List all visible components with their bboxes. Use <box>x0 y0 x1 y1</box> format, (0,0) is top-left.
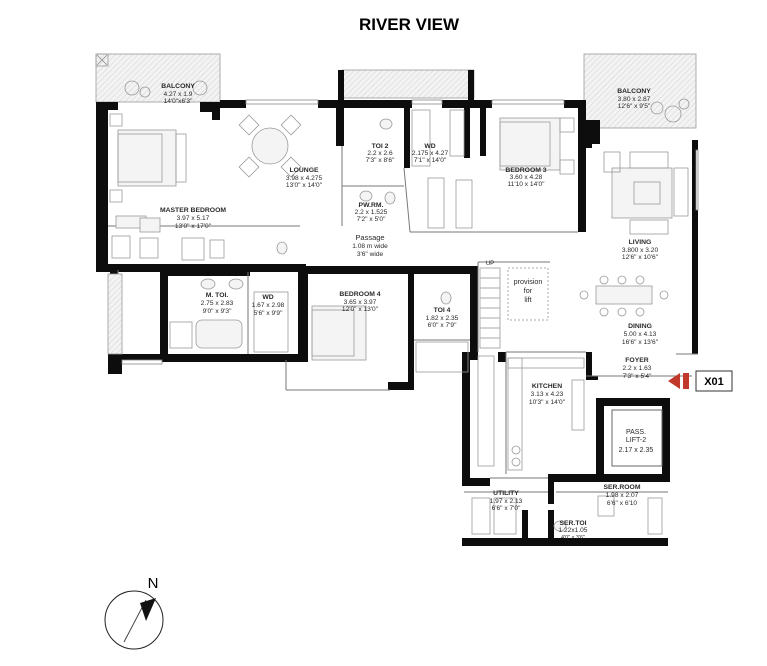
mtoi-name: M. TOI. <box>206 292 229 299</box>
partitions <box>108 146 698 493</box>
utility-dim-imperial: 6'6" x 7'0" <box>492 505 521 512</box>
bedroom4-name: BEDROOM 4 <box>339 291 380 298</box>
pwrm-dim-imperial: 7'2" x 5'0" <box>357 216 386 223</box>
master-bed-icon <box>109 113 187 203</box>
lounge-dim-imperial: 13'0" x 14'0" <box>286 182 323 189</box>
wd-shelves-icon <box>253 109 663 535</box>
bedroom3-name: BEDROOM 3 <box>505 167 546 174</box>
utility-ledge <box>341 69 475 99</box>
passage-width-metric: 1.08 m wide <box>352 243 388 250</box>
foyer-name: FOYER <box>625 357 649 364</box>
wd-mid-dim-metric: 1.67 x 2.98 <box>252 302 285 309</box>
wd-top-dim-imperial: 7'1" x 14'0" <box>414 157 447 164</box>
lift-provision-line1: provision <box>514 277 543 286</box>
master-bedroom-dim-metric: 3.97 x 5.17 <box>177 215 210 222</box>
passage-width-imperial: 3'6" wide <box>357 251 384 258</box>
passage-name: Passage <box>355 233 384 242</box>
north-label: N <box>148 575 159 592</box>
bedroom3-dim-metric: 3.60 x 4.28 <box>510 174 543 181</box>
balcony-right-area <box>583 53 697 129</box>
wd-top-name: WD <box>424 143 435 150</box>
windows <box>121 99 699 365</box>
ser-toi-dim-imperial: 4'0" x 3'6" <box>561 535 585 541</box>
lift-provision-line3: lift <box>524 295 531 304</box>
unit-tag-box <box>695 370 733 392</box>
wd-mid-name: WD <box>262 294 273 301</box>
kitchen-counter-icon <box>507 357 585 471</box>
dining-dim-imperial: 16'6" x 13'6" <box>622 339 659 346</box>
lounge-name: LOUNGE <box>289 167 319 174</box>
balcony1-dim-imperial: 14'0"x6'3" <box>164 98 193 105</box>
pass-lift-name-line2: LIFT-2 <box>626 437 646 444</box>
ser-room-dim-metric: 1.98 x 2.07 <box>606 492 639 499</box>
lounge-dim-metric: 3.98 x 4.275 <box>286 175 323 182</box>
foyer-dim-metric: 2.2 x 1.63 <box>623 365 652 372</box>
north-arrow-icon <box>140 598 156 621</box>
bedroom4-dim-metric: 3.65 x 3.97 <box>344 299 377 306</box>
master-bedroom-name: MASTER BEDROOM <box>160 207 226 214</box>
foyer-dim-imperial: 7'3" x 5'4" <box>623 373 652 380</box>
utility-name: UTILITY <box>493 490 519 497</box>
living-sofa-icon <box>603 151 689 235</box>
balcony2-dim-metric: 3.80 x 2.87 <box>618 96 651 103</box>
bedroom4-dim-imperial: 12'0" x 13'0" <box>342 306 379 313</box>
shaft-icon <box>95 53 109 67</box>
pwrm-name: PW.RM. <box>359 202 384 209</box>
ser-toi-name: SER.TOI <box>559 520 586 527</box>
pass-lift-name-line1: PASS. <box>626 429 646 436</box>
staircase-icon <box>479 267 549 349</box>
unit-tag: X01 <box>704 376 724 388</box>
bathtub-icon <box>169 319 243 349</box>
entry-arrow-tail <box>683 373 689 389</box>
dining-table-icon <box>238 114 302 178</box>
utility-dim-metric: 1.97 x 2.13 <box>490 498 523 505</box>
toi2-dim-metric: 2.2 x 2.6 <box>367 150 393 157</box>
plan-title: RIVER VIEW <box>359 15 460 34</box>
toi4-name: TOI 4 <box>434 307 451 314</box>
walls <box>96 70 698 546</box>
ser-toi-dim-metric: 1.22x1.05 <box>559 527 588 534</box>
mtoi-dim-metric: 2.75 x 2.83 <box>201 300 234 307</box>
master-bedroom-dim-imperial: 13'0" x 17'0" <box>175 223 212 230</box>
dining-name: DINING <box>628 323 652 330</box>
left-duct <box>107 273 123 355</box>
living-dim-metric: 3.800 x 3.20 <box>622 247 659 254</box>
balcony-left-area <box>95 53 221 103</box>
balcony-chairs-icon <box>124 80 690 123</box>
ser-room-dim-imperial: 6'6" x 6'10 <box>607 500 637 507</box>
pass-lift-dim: 2.17 x 2.35 <box>619 447 654 454</box>
balcony1-dim-metric: 4.27 x 1.9 <box>164 91 193 98</box>
toi4-dim-imperial: 6'0" x 7'9" <box>428 322 457 329</box>
balcony2-name: BALCONY <box>617 88 651 95</box>
dining-dim-metric: 5.00 x 4.13 <box>624 331 657 338</box>
bedroom4-bed-icon <box>311 305 367 361</box>
stair-up-label: UP <box>486 261 494 267</box>
living-dim-imperial: 12'6" x 10'6" <box>622 254 659 261</box>
kitchen-dim-metric: 3.13 x 4.23 <box>531 391 564 398</box>
kitchen-dim-imperial: 10'3" x 14'0" <box>529 399 566 406</box>
toi2-name: TOI 2 <box>372 143 389 150</box>
living-name: LIVING <box>629 239 652 246</box>
balcony1-name: BALCONY <box>161 83 195 90</box>
kitchen-name: KITCHEN <box>532 383 562 390</box>
pwrm-dim-metric: 2.2 x 1.525 <box>355 209 388 216</box>
balcony2-dim-imperial: 12'6" x 9'5" <box>618 103 651 110</box>
pass-lift-box <box>611 409 663 467</box>
wd-mid-dim-imperial: 5'6" x 9'9" <box>254 310 283 317</box>
ser-room-name: SER.ROOM <box>603 484 640 491</box>
north-compass: N <box>104 575 164 650</box>
wd-top-dim-metric: 2.175 x 4.27 <box>412 150 449 157</box>
bedroom3-dim-imperial: 11'10 x 14'0" <box>508 181 546 188</box>
lift-provision-line2: for <box>524 286 533 295</box>
mtoi-dim-imperial: 9'0" x 9'3" <box>203 308 232 315</box>
entry-arrow-icon <box>668 373 680 389</box>
dining-set-icon <box>579 275 669 317</box>
toi2-dim-imperial: 7'3" x 8'6" <box>366 157 395 164</box>
master-wardrobe-icon <box>111 215 225 261</box>
toilet-sink-icons <box>200 118 567 532</box>
toi4-dim-metric: 1.82 x 2.35 <box>426 315 459 322</box>
bedroom3-bed-icon <box>499 117 575 175</box>
